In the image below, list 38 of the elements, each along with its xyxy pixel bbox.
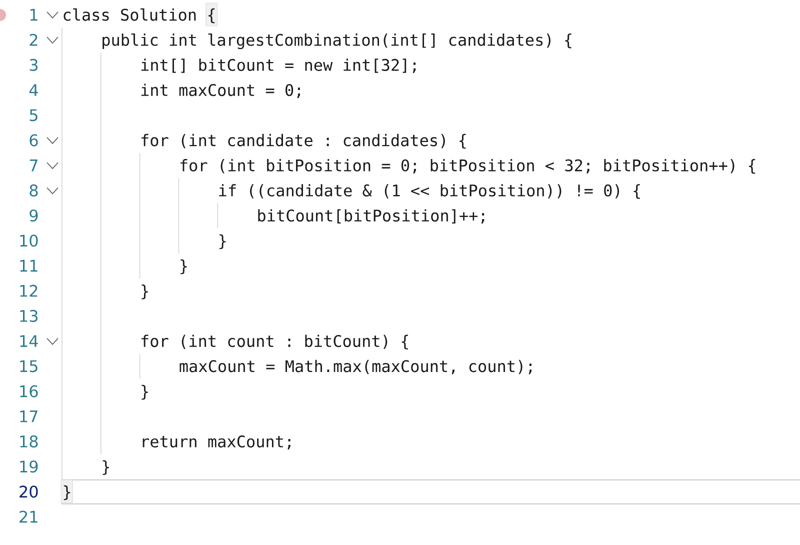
code-line: int maxCount = 0; — [141, 84, 300, 98]
code-line: for (int candidate : candidates) { — [142, 134, 466, 149]
line-number: 15 — [20, 360, 38, 372]
code-line: } — [142, 284, 148, 300]
line-number: 8 — [30, 184, 38, 197]
line-number: 19 — [20, 460, 38, 473]
code-line: public int largestCombination(int[] candidates) { — [102, 33, 572, 50]
line-number: 9 — [30, 210, 38, 222]
code-line: bitCount[bitPosition]++; — [258, 209, 484, 224]
line-number: 2 — [30, 34, 38, 46]
line-number: 14 — [20, 335, 38, 347]
code-line: } — [220, 234, 226, 250]
code-line: return maxCount; — [142, 435, 290, 450]
line-number: 3 — [30, 58, 38, 72]
line-number: 21 — [20, 510, 38, 523]
line-number: 12 — [20, 284, 38, 297]
line-number: 18 — [20, 435, 38, 448]
line-number: 7 — [30, 160, 38, 172]
line-number: 17 — [20, 410, 38, 422]
code-line: maxCount = Math.max(maxCount, count); — [180, 360, 532, 374]
line-number: 16 — [20, 385, 38, 398]
code-line: } — [64, 485, 70, 500]
line-number: 4 — [29, 84, 38, 96]
code-line: for (int count : bitCount) { — [142, 334, 408, 350]
code-line: } — [180, 259, 187, 274]
line-number: 6 — [30, 134, 38, 146]
line-number: 10 — [20, 234, 38, 247]
code-line: int[] bitCount = new int[32]; — [141, 58, 416, 74]
line-number: 5 — [30, 109, 38, 122]
code-line: for (int bitPosition = 0; bitPosition < 32; bitPosition++) { — [180, 159, 756, 174]
line-number: 11 — [20, 260, 38, 272]
code-line: if ((candidate & (1 << bitPosition)) != 0) { — [219, 184, 640, 199]
line-number: 20 — [20, 486, 38, 498]
code-line: class Solution { — [64, 8, 215, 24]
code-line: } — [102, 460, 110, 475]
line-number: 13 — [20, 310, 38, 322]
code-line: } — [142, 384, 148, 400]
line-number: 1 — [30, 8, 38, 21]
